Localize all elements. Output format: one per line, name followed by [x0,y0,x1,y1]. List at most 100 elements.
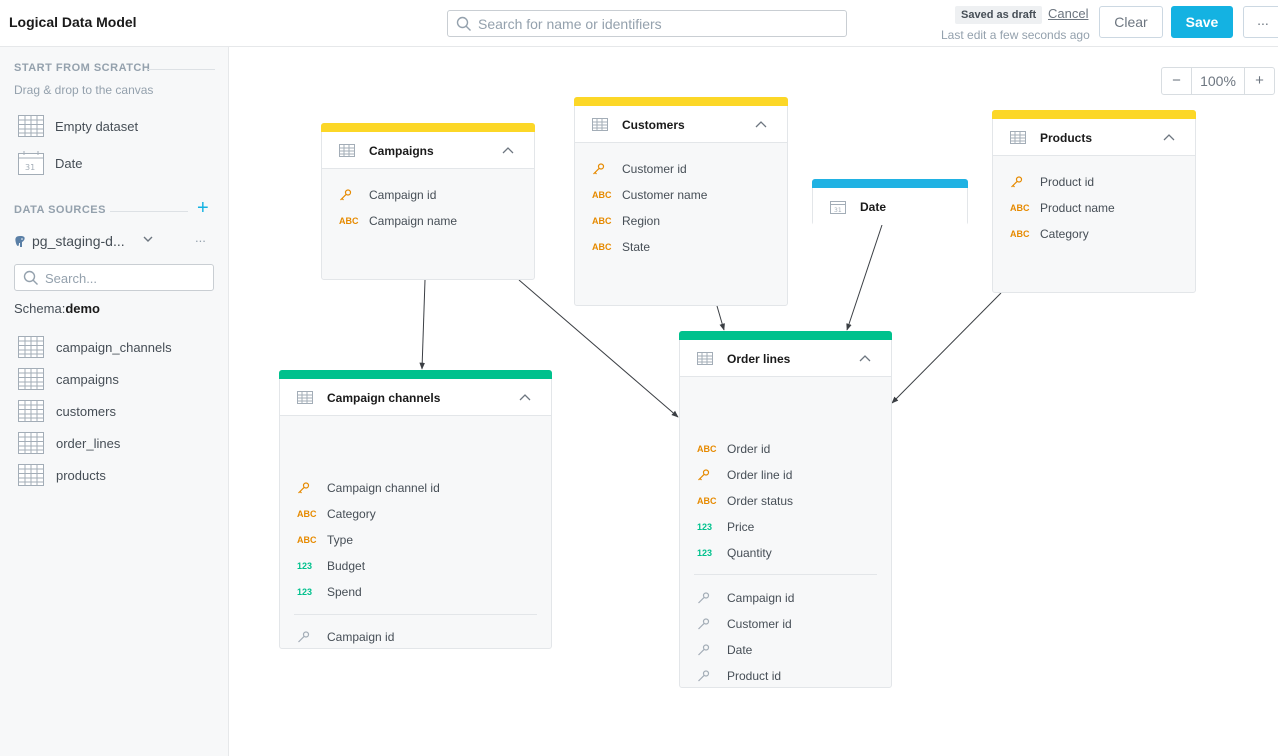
field-label: Type [327,533,354,547]
collapse-icon[interactable] [755,120,767,129]
dataset-field[interactable]: ABC Campaign name [339,212,457,230]
table-icon [18,464,44,486]
dataset-field[interactable]: Order line id [697,466,792,484]
key-icon [339,189,352,201]
data-sources-heading: DATA SOURCES [14,204,106,216]
table-icon [592,118,608,131]
dataset-field[interactable]: ABC Order id [697,440,770,458]
numeric-fact-icon: 123 [297,561,313,571]
field-label: Campaign name [369,214,458,228]
dataset-reference[interactable]: Customer id [697,615,792,633]
dataset-reference[interactable]: Product id [697,667,781,685]
dataset-header[interactable]: 31 Date [813,188,967,225]
source-table-item[interactable]: products [18,463,106,487]
source-table-item[interactable]: customers [18,399,116,423]
field-label: Quantity [727,546,772,560]
dataset-field[interactable]: Product id [1010,173,1094,191]
datasource-search[interactable] [14,264,214,291]
field-label: Campaign id [369,188,437,202]
dataset-reference[interactable]: Campaign id [697,589,794,607]
collapse-icon[interactable] [502,146,514,155]
global-search[interactable] [447,10,847,37]
dataset-card-campaign-channels[interactable]: Campaign channels Campaign channel id AB… [279,370,552,649]
field-label: Product id [1040,175,1095,189]
divider [694,574,877,575]
dataset-card-products[interactable]: Products Product id ABC Product name ABC… [992,110,1196,293]
dataset-field[interactable]: Customer id [592,160,687,178]
model-canvas[interactable]: − 100% + Campaigns Campaign id ABC Campa… [230,47,1278,756]
source-table-item[interactable]: campaigns [18,367,119,391]
dataset-field[interactable]: ABC Customer name [592,186,707,204]
field-label: Category [1040,227,1089,241]
dataset-field[interactable]: ABC State [592,238,650,256]
dataset-field[interactable]: Campaign id [339,186,436,204]
dataset-field[interactable]: Campaign channel id [297,479,440,497]
table-icon [339,144,355,157]
source-table-item[interactable]: campaign_channels [18,335,172,359]
dataset-title: Campaign channels [327,391,441,405]
dataset-field[interactable]: ABC Order status [697,492,793,510]
dataset-field[interactable]: 123 Spend [297,583,362,601]
search-icon [456,16,471,31]
key-icon [1010,176,1023,188]
dataset-card-campaigns[interactable]: Campaigns Campaign id ABC Campaign name [321,123,535,280]
field-label: Spend [327,585,362,599]
dataset-header[interactable]: Customers [575,106,787,143]
dataset-reference[interactable]: Campaign id [297,628,394,646]
dataset-reference[interactable]: Date [697,641,752,659]
save-button[interactable]: Save [1171,6,1233,38]
field-label: Campaign id [727,591,795,605]
svg-text:31: 31 [834,207,842,214]
collapse-icon[interactable] [1163,133,1175,142]
schema-name: demo [65,301,100,316]
dataset-card-order-lines[interactable]: Order lines ABC Order id Order line id A… [679,331,892,688]
dataset-field[interactable]: ABC Type [297,531,353,549]
date-dataset-item[interactable]: 31 Date [18,150,82,176]
collapse-icon[interactable] [859,354,871,363]
dataset-title: Products [1040,131,1093,145]
chevron-down-icon[interactable] [142,233,154,245]
reference-icon [297,631,310,643]
zoom-out-button[interactable]: − [1172,72,1181,89]
dataset-card-date[interactable]: 31 Date [812,179,968,225]
dataset-field[interactable]: ABC Product name [1010,199,1115,217]
dataset-field[interactable]: ABC Category [297,505,376,523]
field-label: Order id [727,442,771,456]
numeric-fact-icon: 123 [697,548,713,558]
dataset-field[interactable]: 123 Price [697,518,754,536]
clear-button[interactable]: Clear [1099,6,1163,38]
dataset-field[interactable]: 123 Budget [297,557,365,575]
source-table-label: products [56,467,106,483]
empty-dataset-item[interactable]: Empty dataset [18,113,138,139]
cancel-link[interactable]: Cancel [1048,6,1089,21]
top-bar: Logical Data Model Saved as draft Cancel… [0,0,1278,47]
dataset-field[interactable]: 123 Quantity [697,544,772,562]
dataset-header[interactable]: Order lines [680,340,891,377]
add-datasource-button[interactable]: + [197,197,209,219]
search-input[interactable] [478,14,838,33]
source-table-label: campaigns [56,371,119,387]
datasource-selector[interactable]: pg_staging-d... [14,232,125,250]
more-options-button[interactable]: ... [1243,6,1278,38]
text-attribute-icon: ABC [697,444,717,454]
zoom-in-button[interactable]: + [1255,72,1264,89]
table-icon [18,115,44,137]
dataset-header[interactable]: Products [993,119,1195,156]
field-label: Budget [327,559,366,573]
source-table-item[interactable]: order_lines [18,431,120,455]
calendar-icon: 31 [830,201,846,214]
dataset-header[interactable]: Campaigns [322,132,534,169]
dataset-field[interactable]: ABC Region [592,212,660,230]
dataset-title: Order lines [727,352,791,366]
dataset-header[interactable]: Campaign channels [280,379,551,416]
table-icon [18,432,44,454]
dataset-card-customers[interactable]: Customers Customer id ABC Customer name … [574,97,788,306]
datasource-more-button[interactable]: ... [195,230,206,245]
text-attribute-icon: ABC [297,509,317,519]
datasource-search-input[interactable] [45,269,205,287]
table-icon [18,400,44,422]
collapse-icon[interactable] [519,393,531,402]
dataset-field[interactable]: ABC Category [1010,225,1089,243]
zoom-level: 100% [1191,68,1245,94]
text-attribute-icon: ABC [1010,229,1030,239]
